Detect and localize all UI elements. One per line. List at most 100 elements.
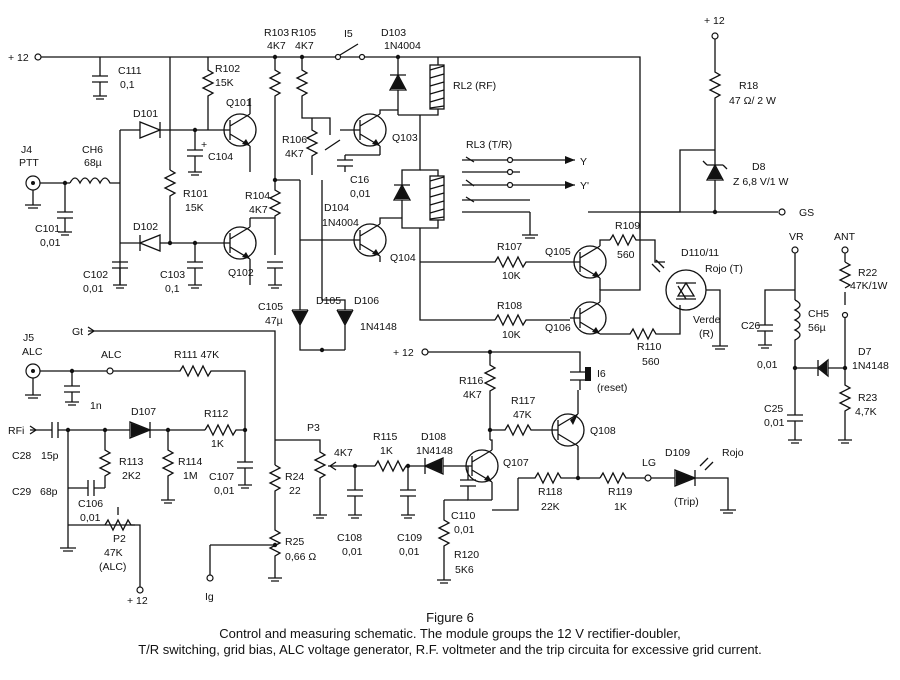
verde-r-label: (R) (699, 328, 714, 340)
ptt-label: PTT (19, 157, 39, 169)
r119-label: R119 (608, 486, 632, 498)
led-d110-11: D110/11 Rojo (T) Verde (R) (651, 247, 743, 350)
switch-i6-reset[interactable]: I6 (reset) (570, 365, 627, 394)
resistor-r18: + 12 R18 47 Ω/ 2 W (704, 15, 776, 150)
transistor-q102: Q102 (223, 218, 257, 285)
capacitor-c101: C101 0,01 (35, 180, 73, 249)
r104-label: R104 (245, 190, 270, 202)
plus12-mid-label: + 12 (393, 347, 414, 359)
d8-value: Z 6,8 V/1 W (733, 176, 789, 188)
c101-value: 0,01 (40, 237, 61, 249)
ch5-value: 56µ (808, 322, 826, 334)
d108-value: 1N4148 (416, 445, 453, 457)
capacitor-c111: C111 0,1 (92, 57, 142, 100)
q102-label: Q102 (228, 267, 254, 279)
r118-value: 22K (541, 501, 560, 513)
c25-label: C25 (764, 403, 783, 415)
j4-ptt-connector: J4 PTT (19, 144, 70, 209)
c29-value: 68p (40, 486, 58, 498)
alc-node-label: ALC (101, 349, 122, 361)
r107-value: 10K (502, 270, 521, 282)
c110-value: 0,01 (454, 524, 475, 536)
gs-line: GS (588, 149, 814, 219)
r101-label: R101 (183, 188, 208, 200)
ch6-value: 68µ (84, 157, 102, 169)
c102-value: 0,01 (83, 283, 104, 295)
r24-label: R24 (285, 471, 304, 483)
vr-input: VR (789, 231, 804, 300)
inductor-ch5: CH5 56µ C26 0,01 (741, 289, 829, 371)
c25-value: 0,01 (764, 417, 785, 429)
inductor-ch6: CH6 68µ (69, 144, 120, 185)
transistor-q104: Q104 (300, 217, 416, 264)
diode-d103: D103 1N4004 (381, 27, 421, 115)
svg-text:+: + (201, 139, 207, 151)
r106-value: 4K7 (285, 148, 304, 160)
r103-value: 4K7 (267, 40, 286, 52)
c102-label: C102 (83, 269, 108, 281)
c29-label: C29 (12, 486, 31, 498)
q101-label: Q101 (226, 97, 252, 109)
p3-value: 4K7 (334, 447, 353, 459)
d102-label: D102 (133, 221, 158, 233)
potentiometer-p2: P2 47K (ALC) + 12 (99, 507, 148, 607)
r106-label: R106 (282, 134, 307, 146)
r110-value: 560 (642, 356, 660, 368)
r104-value: 4K7 (249, 204, 268, 216)
r18-label: R18 (739, 80, 758, 92)
r112-value: 1K (211, 438, 224, 450)
r114-label: R114 (178, 456, 202, 468)
c103-value: 0,1 (165, 283, 180, 295)
rojo-label: Rojo (722, 447, 744, 459)
zener-d8: D8 Z 6,8 V/1 W (702, 150, 789, 215)
d103-value: 1N4004 (384, 40, 421, 52)
r101-value: 15K (185, 202, 204, 214)
r102-label: R102 (215, 63, 240, 75)
figure-caption: Figure 6 Control and measuring schematic… (0, 610, 900, 658)
r23-value: 4,7K (855, 406, 877, 418)
j4-label: J4 (21, 144, 32, 156)
resistor-r23: R23 4,7K (838, 365, 877, 444)
c103-label: C103 (160, 269, 185, 281)
q105-label: Q105 (545, 246, 571, 258)
resistor-r117: R117 47K (487, 395, 550, 437)
c26-label: C26 (741, 320, 760, 332)
c-1n-label: 1n (90, 400, 102, 412)
rojo-t-label: Rojo (T) (705, 263, 743, 275)
transistor-q101: Q101 (223, 97, 257, 172)
p2-value: 47K (104, 547, 123, 559)
gs-label: GS (799, 207, 814, 219)
i6-label: I6 (597, 368, 606, 380)
c28-value: 15p (41, 450, 59, 462)
c16-label: C16 (350, 174, 369, 186)
r22-label: R22 (858, 267, 877, 279)
ch6-label: CH6 (82, 144, 103, 156)
resistor-r103: R103 4K7 (264, 27, 289, 180)
d105-label: D105 (316, 295, 341, 307)
caption-line-2: T/R switching, grid bias, ALC voltage ge… (138, 642, 762, 657)
q104-label: Q104 (390, 252, 416, 264)
d104-label: D104 (324, 202, 349, 214)
p2-alc-label: (ALC) (99, 561, 126, 573)
r18-value: 47 Ω/ 2 W (729, 95, 776, 107)
resistor-r111: ALC R111 47K (101, 349, 246, 430)
rfi-label: RFi (8, 425, 24, 437)
capacitor-c105: C105 47µ (258, 261, 283, 327)
c108-label: C108 (337, 532, 362, 544)
d101-label: D101 (133, 108, 158, 120)
diode-d108: D108 1N4148 (416, 431, 468, 476)
capacitor-c103: C103 0,1 (160, 240, 203, 295)
relay-contacts-rl3: RL3 (T/R) Y Y' (462, 139, 589, 239)
diode-d107: D107 (129, 406, 205, 439)
verde-label: Verde (693, 314, 721, 326)
capacitor-c29-c106: C29 68p C106 0,01 (12, 427, 135, 552)
capacitor-c104: + C104 (187, 127, 233, 176)
c101-label: C101 (35, 223, 60, 235)
q107-label: Q107 (503, 457, 529, 469)
c107-label: C107 (209, 471, 234, 483)
y-label: Y (580, 156, 587, 168)
i5-label: I5 (344, 28, 353, 40)
d106-value: 1N4148 (360, 321, 397, 333)
diode-d104: D104 1N4004 (322, 115, 421, 229)
